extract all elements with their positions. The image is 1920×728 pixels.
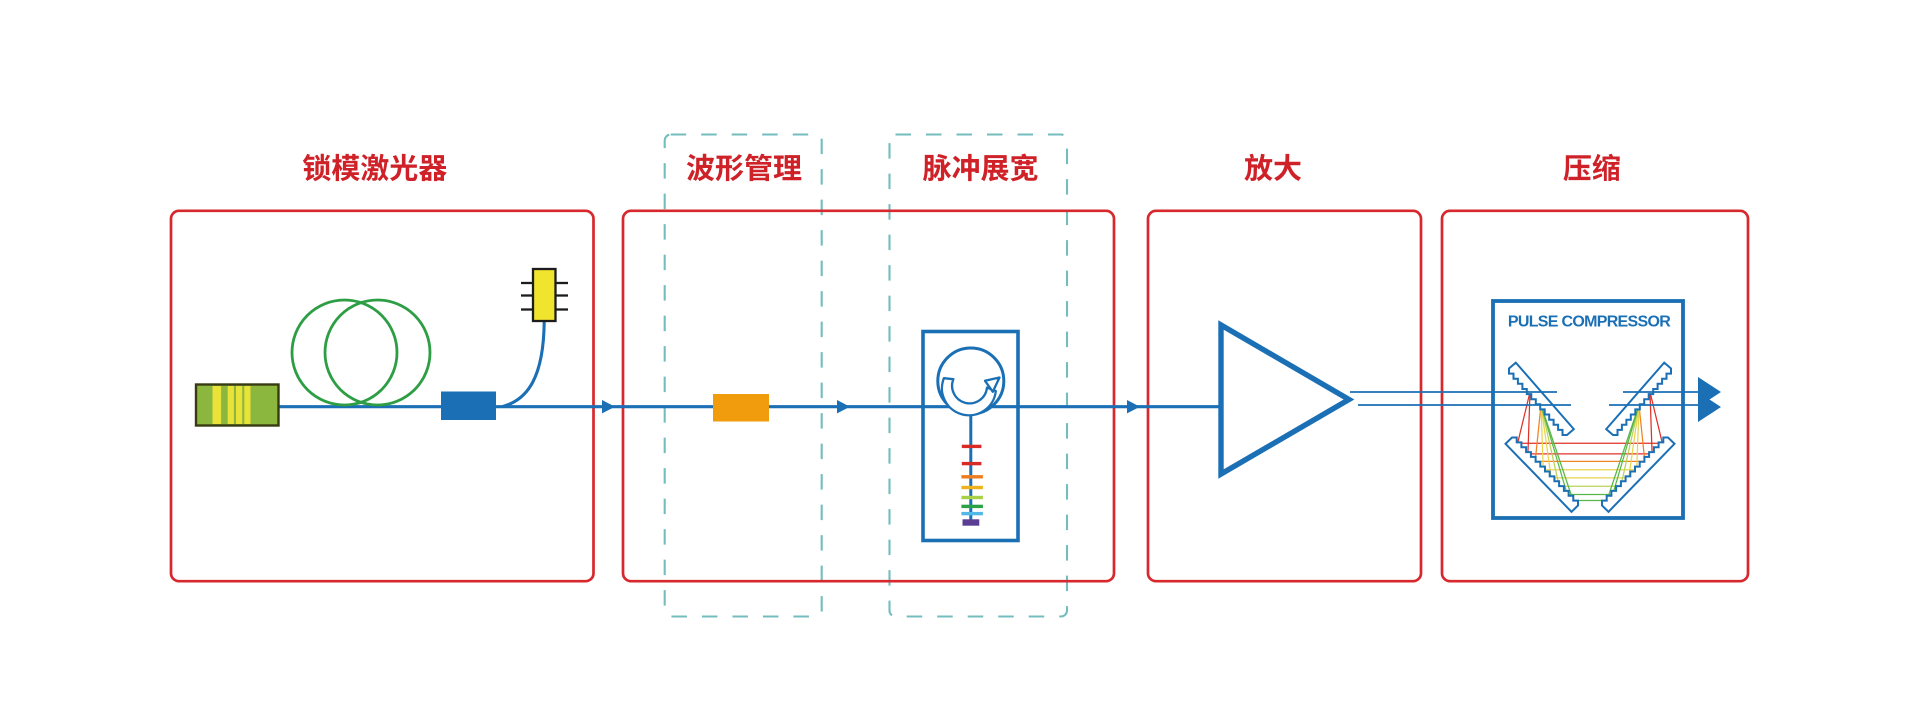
svg-text:PULSE COMPRESSOR: PULSE COMPRESSOR	[1508, 314, 1671, 331]
